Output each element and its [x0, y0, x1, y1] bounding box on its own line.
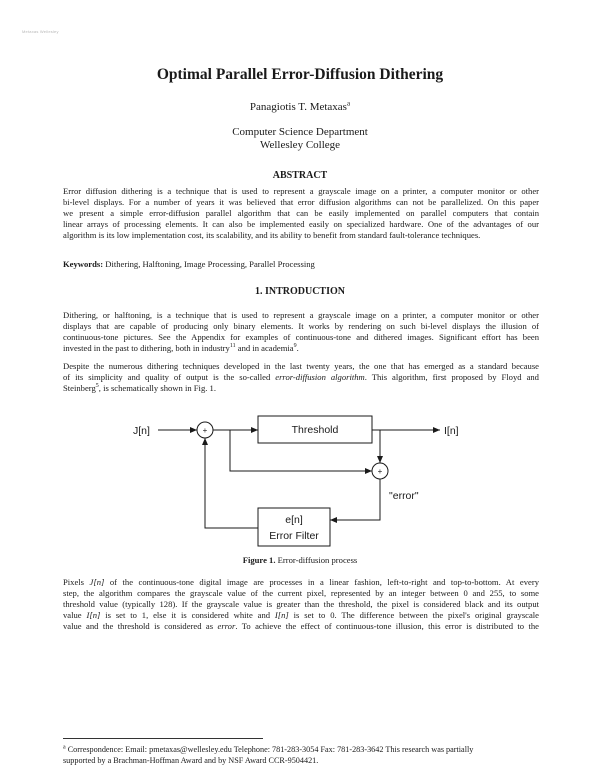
- input-label: J[n]: [133, 425, 150, 437]
- feedback-arrow: [202, 438, 258, 529]
- plus-sign: +: [378, 467, 383, 476]
- body-line: value I[n] is set to 1, else it is consi…: [63, 610, 539, 621]
- figure-label: Figure 1.: [242, 555, 276, 565]
- output-label: I[n]: [444, 425, 459, 437]
- summing-junction-input: [196, 421, 214, 439]
- body-text: is set to 0. The difference between the …: [288, 609, 539, 620]
- intro-text: , is schematically shown in Fig. 1.: [98, 382, 216, 393]
- keywords: Keywords: Dithering, Halftoning, Image P…: [63, 259, 539, 270]
- emphasis: I[n]: [274, 609, 289, 620]
- intro-line: Despite the numerous dithering technique…: [63, 361, 539, 371]
- footnote: a Correspondence: Email: pmetaxas@welles…: [63, 744, 539, 766]
- abstract-line: Error diffusion dithering is a technique…: [63, 186, 539, 196]
- body-line: Pixels J[n] of the continuous-tone digit…: [63, 577, 539, 588]
- body-text: of the continuous-tone digital image are…: [104, 577, 539, 587]
- body-text: value and the threshold is considered as: [63, 620, 218, 631]
- body-text: value: [63, 609, 87, 620]
- abstract-line: linear arrays of processing elements. It…: [63, 218, 539, 229]
- intro-line: Steinberg5, is schematically shown in Fi…: [63, 383, 539, 394]
- feed-to-subtractor-arrow: [229, 430, 372, 474]
- footnote-rule: [63, 738, 263, 739]
- intro-line: Dithering, or halftoning, is a technique…: [63, 310, 539, 320]
- footnote-line: a Correspondence: Email: pmetaxas@welles…: [63, 744, 539, 755]
- error-to-filter-arrow: [330, 479, 381, 523]
- intro-text: Steinberg: [63, 382, 96, 393]
- intro-text: .: [296, 342, 299, 353]
- error-label: "error": [389, 490, 419, 502]
- emphasis: J[n]: [89, 577, 105, 587]
- watermark: Metaxas Wellesley: [22, 29, 59, 34]
- intro-text: and in academia: [235, 342, 294, 353]
- keywords-label: Keywords:: [63, 259, 104, 269]
- intro-text: of its simplicity and quality of output …: [63, 371, 276, 382]
- error-filter-block: [257, 507, 331, 547]
- intro-line: invested in the past to dithering, both …: [63, 343, 539, 354]
- intro-paragraph-2: Despite the numerous dithering technique…: [63, 361, 539, 394]
- filter-label: Error Filter: [269, 530, 319, 542]
- citation-ref: 9: [293, 342, 297, 349]
- author-name: Panagiotis T. Metaxas: [249, 101, 347, 113]
- footnote-line: supported by a Brachman-Hoffman Award an…: [63, 756, 319, 765]
- figure-caption-text: Error-diffusion process: [275, 555, 358, 565]
- body-text: Pixels: [63, 577, 90, 587]
- abstract-heading: ABSTRACT: [272, 170, 328, 181]
- emphasis: error: [217, 620, 236, 631]
- emphasis: I[n]: [86, 609, 101, 620]
- plus-sign: +: [203, 426, 208, 435]
- footnote-mark: a: [63, 744, 66, 751]
- intro-line: of its simplicity and quality of output …: [63, 372, 539, 383]
- keywords-text: Dithering, Halftoning, Image Processing,…: [103, 259, 315, 269]
- figure-caption: Figure 1. Error-diffusion process: [0, 555, 600, 565]
- intro-line: continuous-tone pictures. See the Append…: [63, 331, 539, 342]
- paper-title: Optimal Parallel Error-Diffusion Ditheri…: [156, 66, 444, 83]
- author-footnote-mark: a: [346, 99, 351, 108]
- intro-text: invested in the past to dithering, both …: [63, 342, 230, 353]
- emphasis: error-diffusion algorithm: [275, 371, 365, 382]
- abstract-line: algorithm is its low implementation cost…: [63, 229, 481, 240]
- body-line: threshold value (typically 128). If the …: [63, 598, 539, 609]
- abstract-text: Error diffusion dithering is a technique…: [63, 186, 539, 241]
- affiliation-dept: Computer Science Department: [232, 126, 368, 138]
- affiliation-college: Wellesley College: [259, 139, 341, 151]
- section-heading-introduction: 1. INTRODUCTION: [254, 286, 345, 297]
- body-text: . To achieve the effect of continuous-to…: [235, 620, 539, 631]
- body-text: is set to 1, else it is considered white…: [100, 609, 275, 620]
- footnote-text: Correspondence: Email: pmetaxas@wellesle…: [65, 745, 474, 754]
- citation-ref: 11: [229, 342, 236, 349]
- intro-line: displays that are capable of producing o…: [63, 320, 539, 331]
- intro-text: . This algorithm, first proposed by Floy…: [364, 371, 539, 382]
- threshold-label: Threshold: [292, 424, 339, 436]
- abstract-line: bi-level displays. For a number of years…: [63, 196, 539, 207]
- body-paragraph: Pixels J[n] of the continuous-tone digit…: [63, 577, 539, 632]
- citation-ref: 5: [95, 382, 99, 389]
- body-line: step, the algorithm compares the graysca…: [63, 587, 539, 598]
- abstract-line: we present a simple error-diffusion para…: [63, 207, 539, 218]
- body-line: value and the threshold is considered as…: [63, 621, 539, 632]
- threshold-block: [257, 415, 373, 444]
- summing-junction-error: [371, 462, 389, 480]
- intro-paragraph-1: Dithering, or halftoning, is a technique…: [63, 310, 539, 354]
- filter-label-en: e[n]: [285, 514, 303, 526]
- affiliation: Computer Science Department Wellesley Co…: [0, 126, 600, 152]
- author: Panagiotis T. Metaxasa: [0, 99, 600, 113]
